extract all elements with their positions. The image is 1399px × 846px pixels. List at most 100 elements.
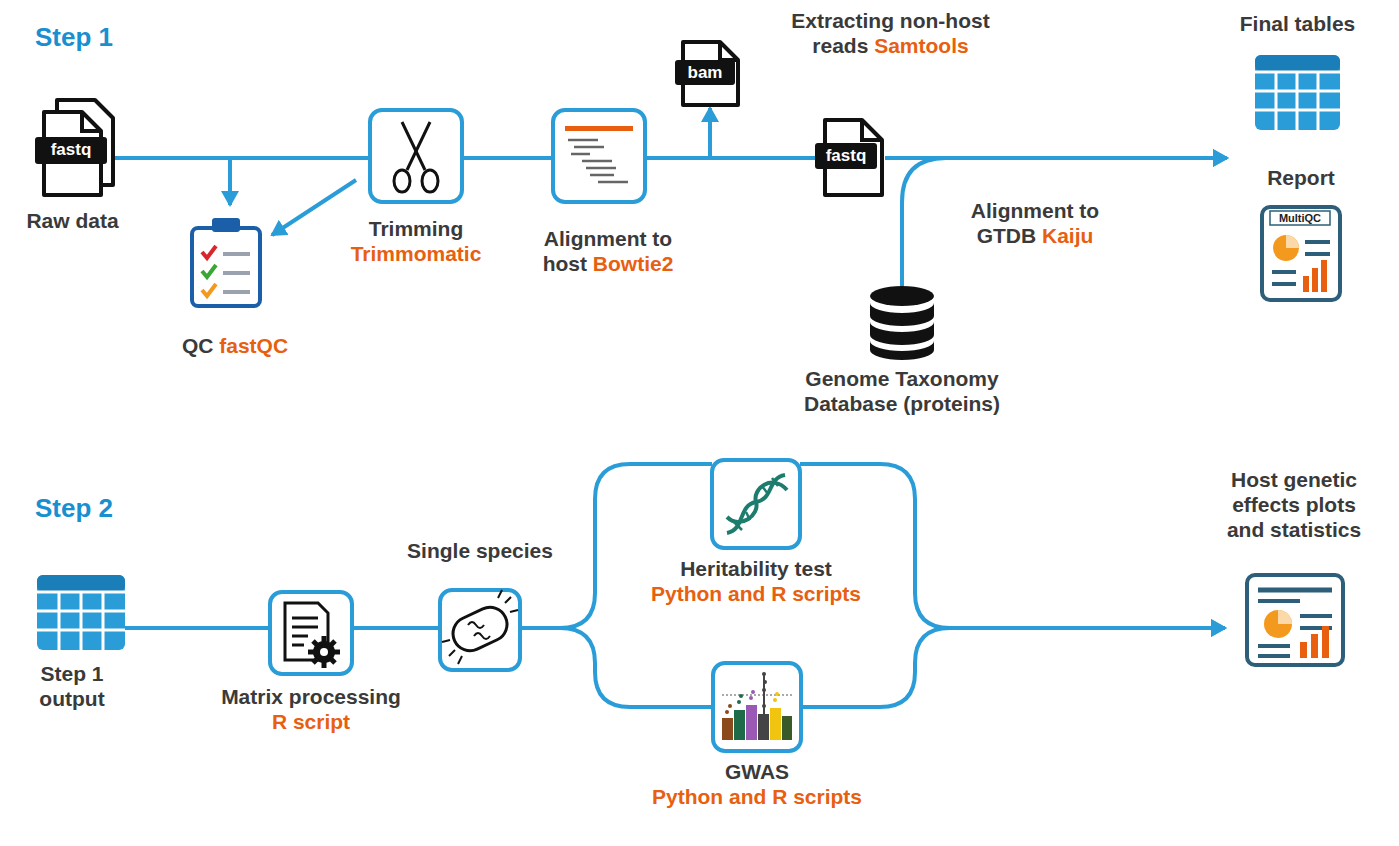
report-icon-part — [1270, 211, 1330, 225]
script-box-part-part — [313, 641, 335, 663]
script-box-part-part — [292, 635, 308, 638]
database-icon-part — [870, 341, 934, 360]
script-box-part — [308, 636, 340, 668]
alignment-box-part-part — [568, 139, 598, 142]
label-text: Step 1 — [35, 22, 113, 52]
manhattan-box-part — [713, 663, 801, 751]
table-icon-part — [37, 592, 125, 650]
icon-node: Final tables — [1255, 55, 1340, 130]
report-icon — [1262, 207, 1340, 300]
manhattan-box-part-part — [728, 704, 732, 708]
bacterium-box-part-part — [458, 656, 462, 664]
node-label: Heritability test — [640, 556, 872, 581]
node-label: Step 1 output — [17, 661, 127, 711]
icon-node: bam — [675, 40, 740, 105]
database-icon-part — [870, 303, 934, 326]
bacterium-box-part — [447, 602, 512, 656]
report-icon-part — [1264, 610, 1292, 638]
table-icon — [1255, 55, 1340, 130]
report-icon-part — [1300, 614, 1332, 618]
bacterium-box-part-part — [498, 590, 502, 598]
icon-node: TrimmingTrimmomatic — [370, 110, 462, 202]
dna-box-part-part — [772, 478, 778, 486]
flow-connector — [272, 180, 356, 235]
table-icon-part — [37, 575, 125, 650]
qc-clipboard-icon-part — [192, 228, 260, 306]
node-label: fastq — [815, 143, 877, 169]
fastq-file-icon — [815, 120, 882, 195]
text-group: Alignment to host Bowtie2 — [532, 226, 684, 276]
node-label: fastq — [35, 137, 107, 163]
alignment-box-part-part — [571, 153, 590, 156]
report-icon-part — [1300, 642, 1307, 658]
dna-box-part-part — [746, 512, 750, 520]
dna-box-part-part — [734, 522, 742, 530]
qc-clipboard-icon-part — [202, 284, 216, 296]
alignment-box-part-part — [574, 146, 604, 149]
flow-connector — [462, 156, 553, 160]
icon-node: MultiQCReport — [1262, 207, 1340, 300]
tool-name: Samtools — [874, 34, 969, 57]
trimming-box-part — [394, 170, 410, 192]
bacterium-box — [440, 590, 520, 670]
flow-connector — [110, 158, 230, 205]
qc-clipboard-icon-part — [212, 218, 240, 232]
tool-name: Python and R scripts — [641, 784, 873, 809]
database-icon-part — [870, 286, 934, 306]
bacterium-box-part-part — [505, 597, 511, 603]
manhattan-box-part — [762, 672, 767, 714]
manhattan-box-part-part — [763, 674, 765, 714]
flow-connector — [902, 158, 1227, 286]
text-group: Step 1 output — [17, 661, 127, 711]
text-group: Matrix processingR script — [206, 684, 416, 734]
manhattan-box-part — [773, 692, 779, 702]
database-icon-part — [870, 322, 934, 345]
manhattan-box — [713, 663, 801, 751]
database-icon — [870, 286, 934, 360]
manhattan-box-part-part — [739, 694, 743, 698]
table-icon-part-part — [1317, 72, 1320, 130]
report-icon-part — [1258, 644, 1290, 648]
report-icon-part — [1262, 207, 1340, 300]
alignment-box-part-part — [598, 181, 628, 184]
script-box-part — [270, 592, 352, 674]
bacterium-box-part-part — [449, 650, 455, 656]
script-box-part-part — [292, 644, 304, 647]
manhattan-box-part — [737, 694, 743, 704]
node-label: bam — [675, 60, 735, 86]
report-icon-part — [1305, 240, 1330, 244]
node-label: Host genetic effects plots and statistic… — [1211, 467, 1377, 542]
flow-connector — [125, 626, 270, 630]
edge-note: Extracting non-host reads Samtools — [768, 8, 1013, 58]
report-icon-part — [1311, 634, 1318, 658]
report-icon-part — [1247, 575, 1343, 665]
tool-name: Python and R scripts — [640, 581, 872, 606]
bacterium-box-part-part — [510, 610, 518, 612]
dna-box-part — [712, 460, 800, 548]
dna-box-part — [734, 478, 778, 530]
manhattan-box-part — [782, 716, 792, 740]
node-label: Report — [1232, 165, 1370, 190]
icon-node: Genome Taxonomy Database (proteins) — [868, 286, 936, 358]
bam-file-icon-part — [720, 42, 738, 60]
bacterium-box-part — [442, 590, 518, 664]
flow-connector — [520, 628, 713, 707]
manhattan-box-part-part — [751, 690, 755, 694]
qc-clipboard-icon-part — [223, 252, 250, 256]
dna-box-part — [727, 475, 787, 533]
icon-node: QC fastQC — [190, 217, 262, 307]
manhattan-box-part-part — [775, 692, 779, 696]
report-icon-part — [1258, 588, 1332, 593]
fastq-file-icon-part — [82, 112, 101, 131]
bacterium-box-part-part — [474, 633, 490, 639]
script-box — [270, 592, 352, 674]
tool-name: fastQC — [219, 334, 288, 357]
text-group: Host genetic effects plots and statistic… — [1211, 467, 1377, 542]
report-icon-part — [1286, 235, 1299, 248]
flow-connector — [645, 108, 710, 158]
manhattan-box-part — [758, 714, 769, 740]
manhattan-box-part — [749, 690, 755, 700]
table-icon-part-part — [80, 592, 83, 650]
fastq-file-icon — [35, 100, 113, 195]
report-icon-part — [1278, 610, 1292, 624]
